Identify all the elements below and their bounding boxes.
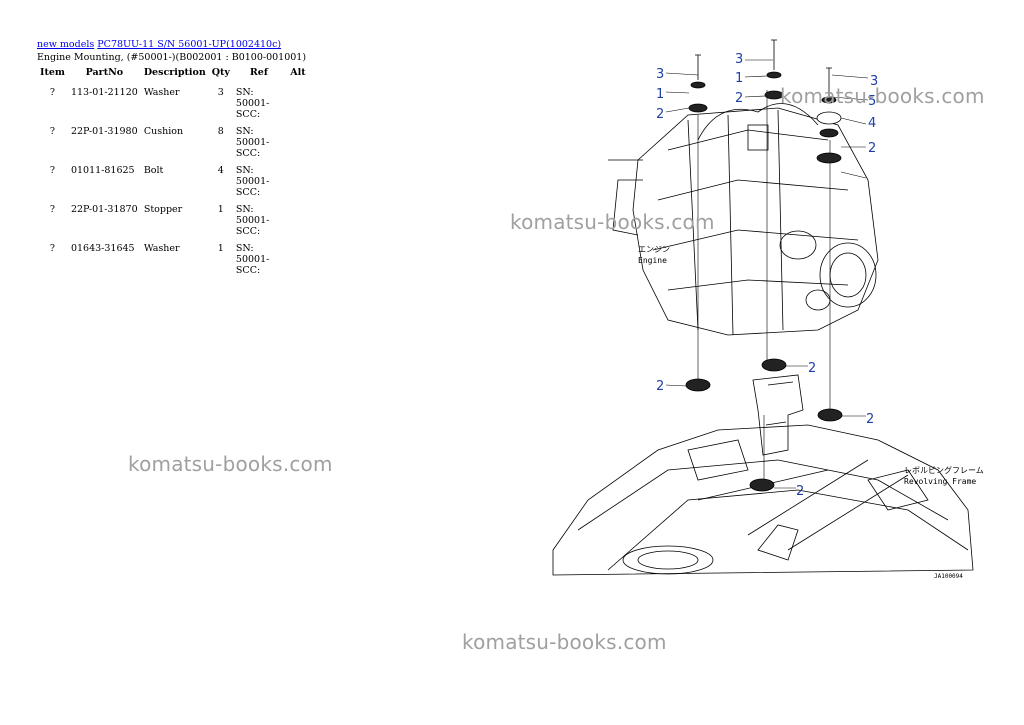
watermark: komatsu-books.com [462,630,667,654]
callout-1: 1 [656,87,664,102]
watermark: komatsu-books.com [510,210,715,234]
cell-qty: 1 [217,243,224,254]
cell-alt [285,201,311,240]
table-row: ? 113-01-21120 Washer 3 SN: 50001-SCC: [37,84,311,123]
frame-label-en: Revolving Frame [904,477,976,486]
cell-qty: 4 [217,165,224,176]
support-bracket [752,374,804,456]
col-alt: Alt [290,67,306,78]
cell-item: ? [49,204,56,215]
cell-partno: 113-01-21120 [70,87,138,98]
table-row: ? 22P-01-31980 Cushion 8 SN: 50001-SCC: [37,123,311,162]
callout-2: 2 [866,412,874,427]
cell-description: Stopper [143,204,183,215]
cell-ref: SN: 50001-SCC: [235,165,270,198]
cell-partno: 01643-31645 [70,243,135,254]
model-link[interactable]: PC78UU-11 S/N 56001-UP(1002410c) [97,39,282,50]
callout-3: 3 [870,74,878,89]
cell-alt [285,123,311,162]
col-qty: Qty [211,67,230,78]
engine-label-jp: エンジン [638,245,670,254]
table-row: ? 01643-31645 Washer 1 SN: 50001-SCC: [37,240,311,279]
frame-label-jp: レボルビングフレーム [904,465,984,475]
col-item: Item [40,67,65,78]
revolving-frame [552,424,974,576]
table-row: ? 22P-01-31870 Stopper 1 SN: 50001-SCC: [37,201,311,240]
cell-ref: SN: 50001-SCC: [235,87,270,120]
cell-alt [285,240,311,279]
cell-item: ? [49,165,56,176]
cell-ref: SN: 50001-SCC: [235,243,270,276]
cell-ref: SN: 50001-SCC: [235,204,270,237]
engine-label-en: Engine [638,256,667,265]
parts-table: Item PartNo Description Qty Ref Alt ? 11… [37,65,311,279]
cell-item: ? [49,126,56,137]
cell-alt [285,162,311,201]
cell-partno: 22P-01-31870 [70,204,138,215]
table-row: ? 01011-81625 Bolt 4 SN: 50001-SCC: [37,162,311,201]
cell-alt [285,84,311,123]
cell-description: Washer [143,243,180,254]
col-description: Description [143,67,206,78]
cell-ref: SN: 50001-SCC: [235,126,270,159]
callout-2: 2 [808,361,816,376]
cell-qty: 8 [217,126,224,137]
cell-item: ? [49,243,56,254]
page-title: Engine Mounting, (#50001-)(B002001 : B01… [37,52,307,63]
callout-4: 4 [868,116,876,131]
callout-2: 2 [656,107,664,122]
watermark: komatsu-books.com [780,84,985,108]
callout-2: 2 [656,379,664,394]
breadcrumb: new models PC78UU-11 S/N 56001-UP(100241… [37,39,281,51]
col-ref: Ref [249,67,268,78]
callout-1: 1 [735,71,743,86]
cell-item: ? [49,87,56,98]
cell-partno: 22P-01-31980 [70,126,138,137]
callout-5: 5 [868,94,876,109]
cell-qty: 3 [217,87,224,98]
cell-description: Washer [143,87,180,98]
cell-qty: 1 [217,204,224,215]
callout-2: 2 [796,484,804,499]
callout-2: 2 [868,141,876,156]
watermark: komatsu-books.com [128,452,333,476]
callout-3: 3 [735,52,743,67]
engine-mounting-diagram: 3 1 2 3 1 2 3 5 4 2 2 2 2 2 エンジン Engine … [552,39,984,580]
engine [632,107,879,336]
table-header-row: Item PartNo Description Qty Ref Alt [37,65,311,84]
col-partno: PartNo [85,67,124,78]
new-models-link[interactable]: new models [37,39,95,50]
cell-description: Bolt [143,165,164,176]
callout-2: 2 [735,91,743,106]
figure-code: JA100094 [934,573,963,580]
cell-description: Cushion [143,126,184,137]
cell-partno: 01011-81625 [70,165,135,176]
callout-3: 3 [656,67,664,82]
